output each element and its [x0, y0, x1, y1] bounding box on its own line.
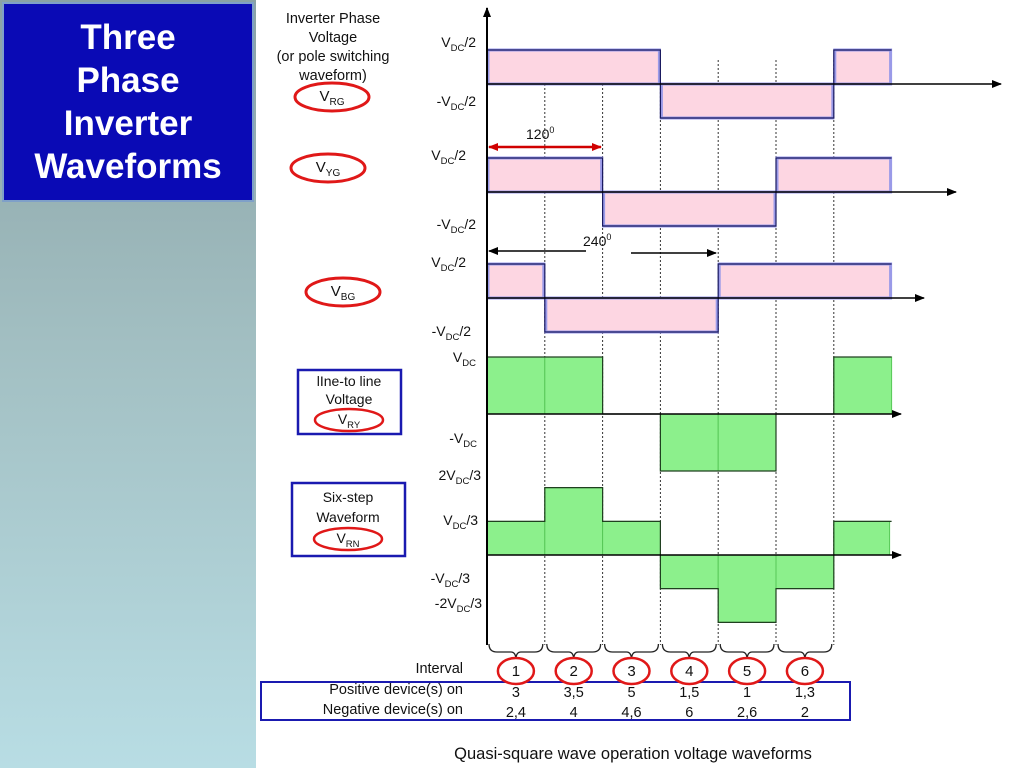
positive-row-label: Positive device(s) on	[329, 682, 463, 698]
negative-row-label: Negative device(s) on	[323, 702, 463, 718]
level-vyg-neg: -VDC/2	[437, 216, 477, 236]
figure-caption: Quasi-square wave operation voltage wave…	[454, 745, 812, 763]
negative-devices-4: 6	[685, 705, 693, 721]
interval-number-2: 2	[570, 663, 578, 680]
positive-devices-6: 1,3	[795, 685, 815, 701]
six-step-subtitle: Waveform	[316, 509, 379, 525]
line-to-line-title: lIne-to line	[317, 373, 382, 389]
interval-number-5: 5	[743, 663, 751, 680]
interval-marker-2	[554, 656, 593, 686]
title-box: Three Phase Inverter Waveforms	[2, 2, 254, 202]
vry-step	[659, 413, 719, 472]
vrn-step	[775, 554, 835, 590]
vrg-pulse	[659, 82, 835, 120]
vrg-marker-ellipse	[293, 81, 371, 113]
vrn-step	[602, 520, 661, 556]
left-panel: Three Phase Inverter Waveforms	[0, 0, 256, 768]
vry-step	[486, 356, 546, 415]
six-step-border	[290, 481, 407, 558]
vyg-marker-ellipse	[289, 152, 367, 184]
interval-table: Interval Positive device(s) on Negative …	[260, 656, 851, 721]
vry-step	[833, 356, 893, 415]
vbg-pulse	[486, 262, 546, 300]
header-line-3: (or pole switching	[277, 49, 390, 65]
waveform-diagram: Inverter Phase Voltage (or pole switchin…	[260, 7, 1002, 763]
header-line-4: waveform)	[298, 68, 367, 84]
interval-number-3: 3	[627, 663, 635, 680]
vrg-pulse	[833, 48, 893, 86]
interval-number-6: 6	[801, 663, 809, 680]
interval-cells: 1 3 2,4 2 3,5 4 3 5 4,6 4 1,5 6 5 1 2,6 6 1,3 2	[496, 656, 825, 721]
vry-step	[544, 356, 604, 415]
vrn-step	[659, 554, 719, 590]
negative-devices-3: 4,6	[621, 705, 641, 721]
level-vrn-neg-1-3: -VDC/3	[431, 570, 471, 590]
line-to-line-subtitle: Voltage	[326, 391, 373, 407]
vyg-label: VYG	[316, 159, 341, 179]
interval-row-label: Interval	[415, 661, 463, 677]
level-vyg-pos: VDC/2	[431, 147, 466, 167]
negative-devices-5: 2,6	[737, 705, 757, 721]
level-labels: VDC/2 -VDC/2 VDC/2 -VDC/2 VDC/2 -VDC/2 V…	[431, 34, 483, 615]
level-vry-pos: VDC	[453, 349, 476, 369]
level-vbg-neg: -VDC/2	[432, 323, 472, 343]
negative-devices-2: 4	[570, 705, 578, 721]
negative-devices-6: 2	[801, 705, 809, 721]
vrg-label: VRG	[319, 88, 344, 108]
line-to-line-box: lIne-to line Voltage VRY	[296, 368, 403, 436]
level-vbg-pos: VDC/2	[431, 254, 466, 274]
header-line-1: Inverter Phase	[286, 11, 380, 27]
signal-vbg: VBG	[304, 276, 382, 308]
vbg-pulse	[544, 296, 719, 334]
angle-240-label: 2400	[583, 232, 611, 249]
signal-vrg: VRG	[293, 81, 371, 113]
inverter-phase-voltage-label: Inverter Phase Voltage (or pole switchin…	[277, 11, 390, 84]
vry-step	[717, 413, 777, 472]
signal-vyg: VYG	[289, 152, 367, 184]
vry-marker-ellipse	[313, 407, 385, 433]
positive-devices-4: 1,5	[679, 685, 699, 701]
interval-marker-5	[727, 656, 767, 686]
six-step-title: Six-step	[323, 489, 374, 505]
positive-devices-3: 5	[627, 685, 635, 701]
slide-title: Three Phase Inverter Waveforms	[34, 18, 222, 186]
angle-120-label: 1200	[526, 125, 554, 142]
vyg-pulse	[775, 156, 893, 194]
interval-marker-4	[670, 656, 709, 686]
vyg-outline	[487, 157, 892, 227]
vyg-pulse	[602, 190, 777, 228]
interval-marker-6	[785, 656, 825, 686]
vbg-pulse	[717, 262, 893, 300]
vrn-step	[486, 520, 546, 556]
vrn-step	[833, 520, 891, 556]
level-vrn-neg-2-3: -2VDC/3	[435, 595, 482, 615]
vrn-marker-ellipse	[312, 526, 384, 552]
vry-label: VRY	[338, 411, 361, 431]
level-vry-neg: -VDC	[449, 430, 477, 450]
negative-devices-1: 2,4	[506, 705, 526, 721]
vrn-outline	[486, 487, 892, 623]
interval-number-4: 4	[685, 663, 693, 680]
vyg-pulse	[486, 156, 604, 194]
vrg-pulse	[486, 48, 661, 86]
device-table-border	[260, 681, 851, 721]
positive-devices-1: 3	[512, 685, 520, 701]
six-step-box: Six-step Waveform VRN	[290, 481, 407, 558]
level-vrn-1-3: VDC/3	[443, 512, 478, 532]
vrn-step	[544, 487, 604, 556]
interval-marker-3	[612, 656, 651, 686]
interval-number-1: 1	[512, 663, 520, 680]
interval-braces	[488, 643, 833, 661]
interval-marker-1	[496, 656, 536, 686]
vrn-step	[717, 554, 777, 623]
positive-devices-5: 1	[743, 685, 751, 701]
header-line-2: Voltage	[309, 30, 357, 46]
level-vrg-pos: VDC/2	[441, 34, 476, 54]
vbg-label: VBG	[331, 283, 356, 303]
level-vrn-2-3: 2VDC/3	[438, 467, 481, 487]
level-vrg-neg: -VDC/2	[437, 93, 477, 113]
vrn-label: VRN	[336, 530, 359, 550]
vbg-marker-ellipse	[304, 276, 382, 308]
positive-devices-2: 3,5	[564, 685, 584, 701]
